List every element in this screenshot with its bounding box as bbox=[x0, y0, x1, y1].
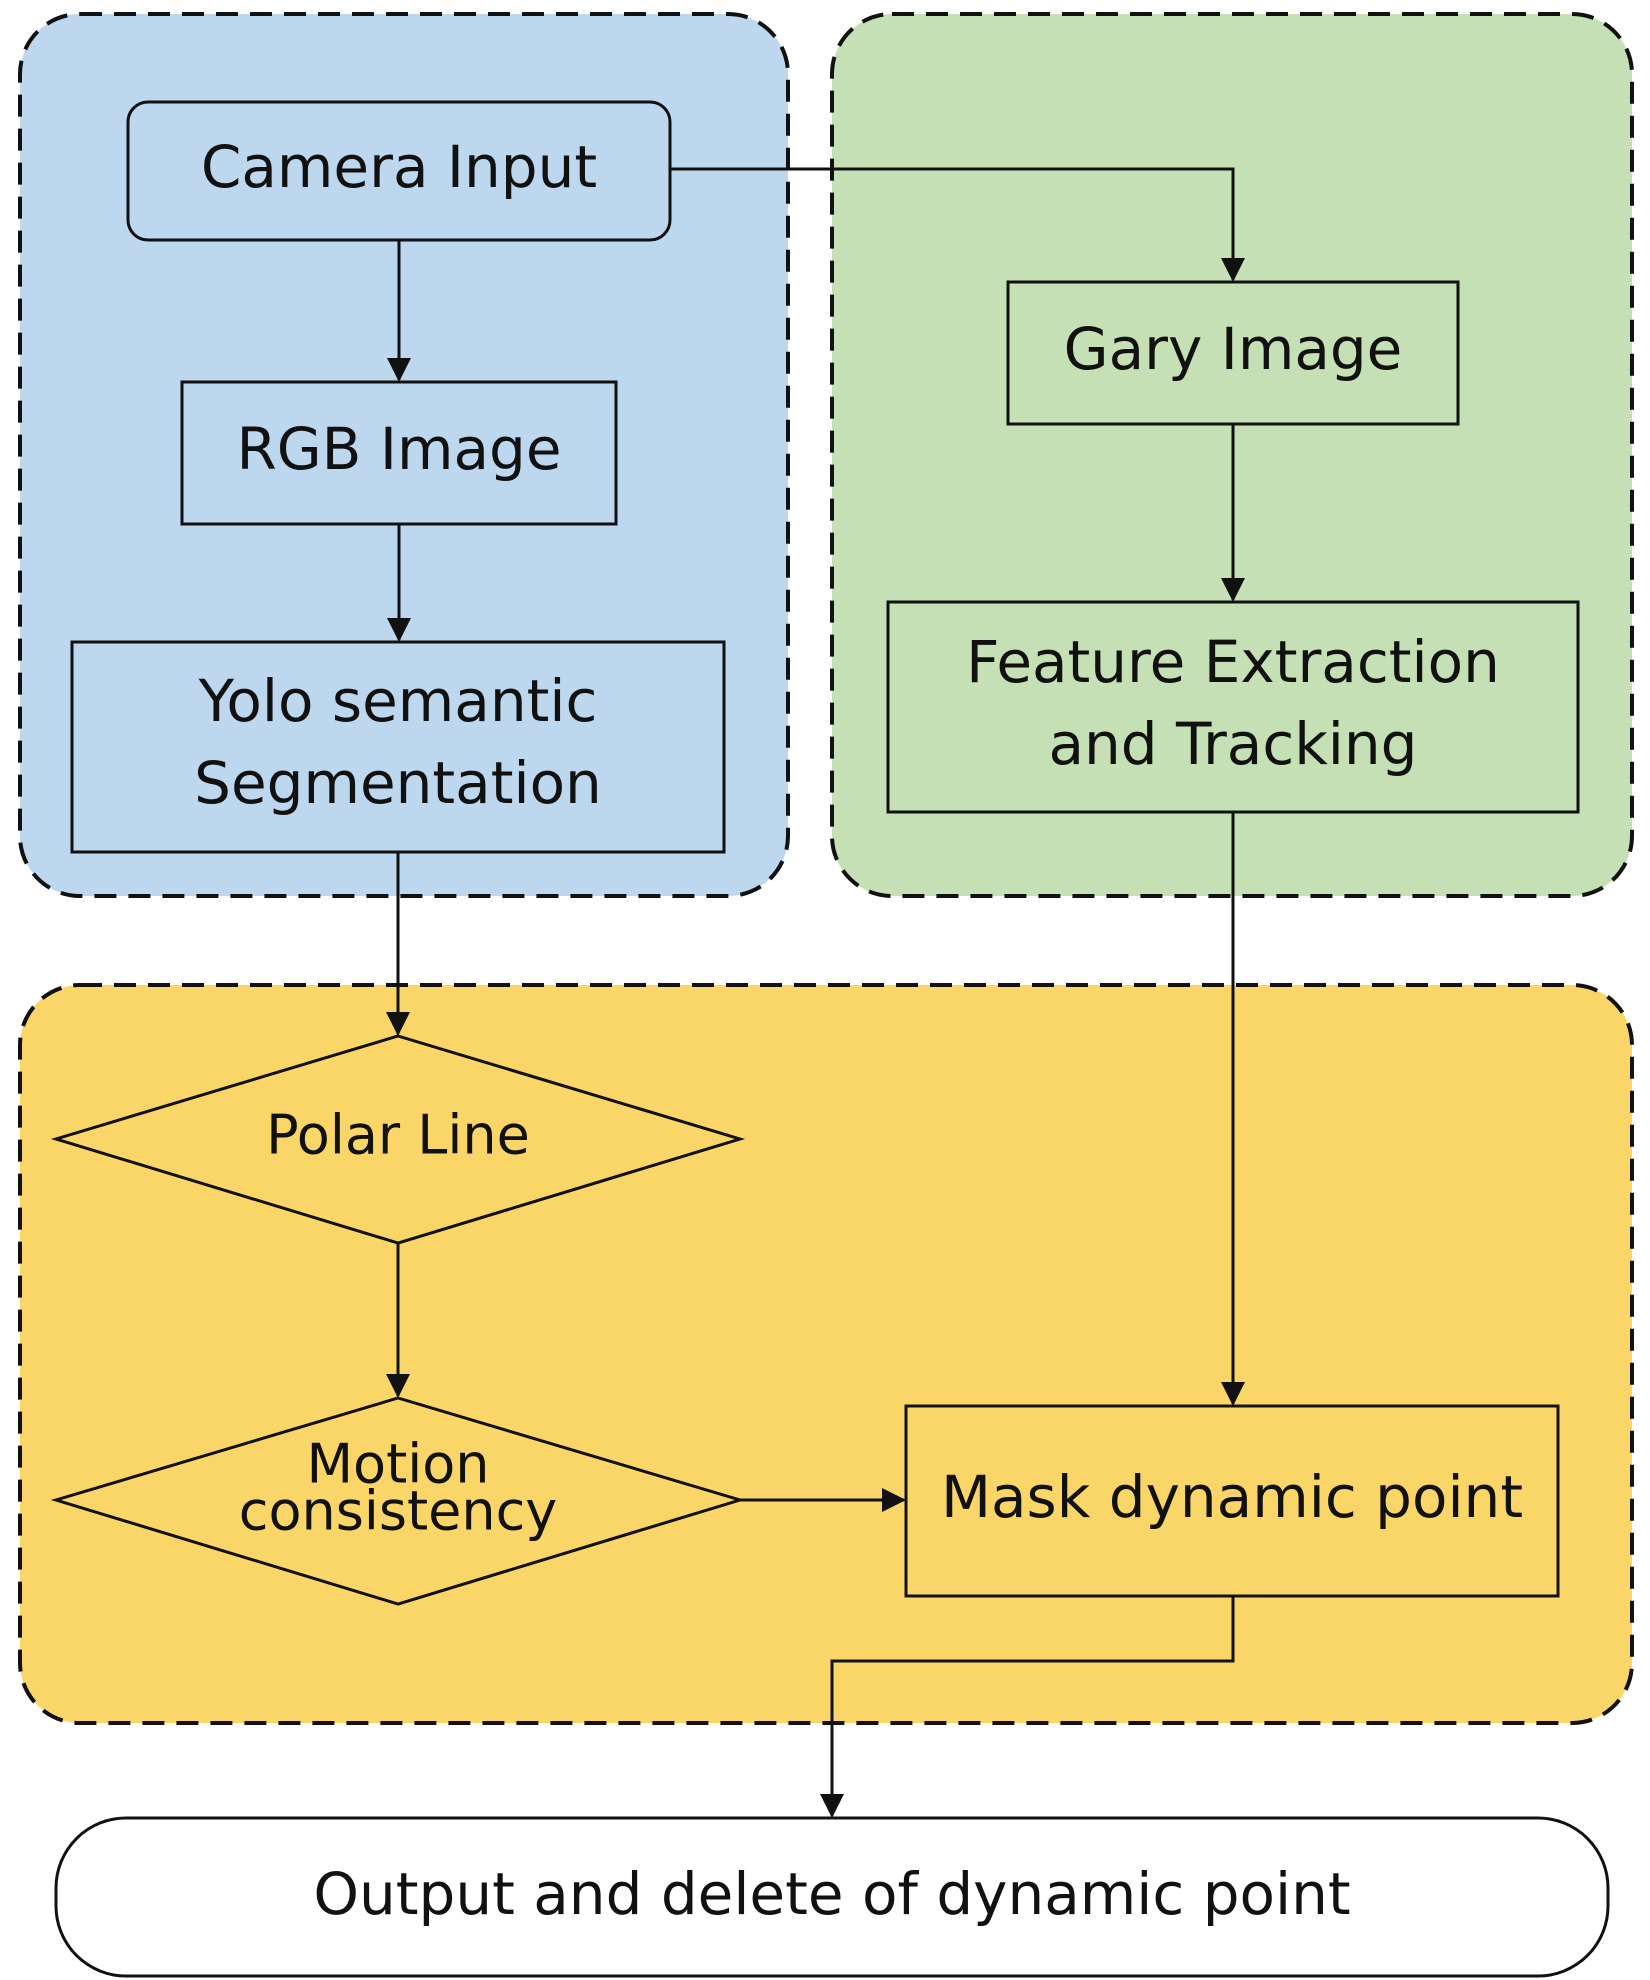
yolo-label-line2: Segmentation bbox=[194, 749, 602, 817]
mask-dynamic-point-label: Mask dynamic point bbox=[941, 1463, 1523, 1531]
feature-label-line2: and Tracking bbox=[1048, 710, 1417, 778]
yolo-label-line1: Yolo semantic bbox=[198, 667, 598, 735]
gary-image-label: Gary Image bbox=[1064, 315, 1403, 383]
motion-label-line1: Motion bbox=[306, 1433, 489, 1496]
polar-line-label: Polar Line bbox=[266, 1104, 530, 1167]
arrow-mask-to-output bbox=[820, 1596, 1235, 1818]
motion-consistency-decision: Motion consistency bbox=[50, 1396, 746, 1606]
feature-label-line1: Feature Extraction bbox=[966, 628, 1500, 696]
camera-input-label: Camera Input bbox=[201, 133, 597, 201]
arrow-camera-to-gary bbox=[670, 167, 1245, 282]
polar-line-decision: Polar Line bbox=[50, 1034, 746, 1245]
motion-label-line2: consistency bbox=[239, 1480, 558, 1543]
camera-input-node: Camera Input bbox=[126, 100, 672, 242]
mask-dynamic-point-node: Mask dynamic point bbox=[904, 1404, 1560, 1598]
rgb-image-label: RGB Image bbox=[236, 415, 561, 483]
output-node: Output and delete of dynamic point bbox=[54, 1816, 1610, 1978]
feature-extraction-node: Feature Extraction and Tracking bbox=[886, 600, 1580, 814]
rgb-image-node: RGB Image bbox=[180, 380, 618, 526]
output-label: Output and delete of dynamic point bbox=[313, 1860, 1350, 1928]
gary-image-node: Gary Image bbox=[1006, 280, 1460, 426]
yolo-segmentation-node: Yolo semantic Segmentation bbox=[70, 640, 726, 854]
